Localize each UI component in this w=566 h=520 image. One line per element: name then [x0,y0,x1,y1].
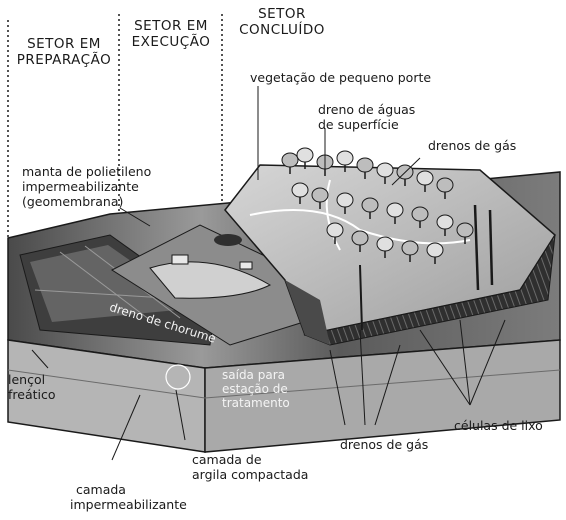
tree-crown [411,206,429,222]
label-clay-layer-line2: argila compactada [192,467,309,482]
tree-crown [416,170,434,186]
label-waterproof-layer-line1: camada [76,482,126,497]
sector-completed-line2: CONCLUÍDO [239,22,325,38]
trees [281,147,474,264]
label-geomembrane-line3: (geomembrana) [22,194,124,209]
label-geomembrane-line2: impermeabilizante [22,179,139,194]
leachate-outlet-pipe [165,364,191,390]
label-gas-drains-bottom: drenos de gás [340,437,429,452]
label-clay-layer: camada de argila compactada [192,452,308,482]
label-waterproof-layer-line2: impermeabilizante [70,497,187,512]
sector-execution-header: SETOR EM EXECUÇÃO [122,18,220,50]
label-gas-drains-top: drenos de gás [428,138,517,153]
tree-crown [386,202,404,218]
label-clay-layer-line1: camada de [192,452,262,467]
tree-crown [311,187,329,203]
tree-crown [291,182,309,198]
label-leachate-outlet-line3: tratamento [222,396,290,410]
tree-crown [376,162,394,178]
leader-lines [31,86,506,461]
tree-crown [281,152,299,168]
label-geomembrane: manta de polietileno impermeabilizante (… [22,164,151,209]
label-water-table-line1: lençol [8,372,46,387]
tree-crown [436,177,454,193]
label-leachate-outlet: saída para estação de tratamento [222,368,290,410]
tree-crown [356,157,374,173]
sector-completed-line1: SETOR [258,6,306,22]
gas-drain-1 [473,204,480,291]
tree-crown [326,222,344,238]
label-surface-drain-line2: de superfície [318,117,399,132]
dump-pile [214,234,242,246]
sector-execution-line2: EXECUÇÃO [131,34,211,50]
tree-crown [436,214,454,230]
tree-crown [336,192,354,208]
label-surface-drain: dreno de águas de superfície [318,102,415,132]
tree-crown [361,197,379,213]
label-water-table: lençol freático [8,372,56,402]
tree-crown [376,236,394,252]
gas-drain-2 [488,209,494,286]
label-surface-drain-line1: dreno de águas [318,102,416,117]
label-geomembrane-line1: manta de polietileno [22,164,152,179]
tree-crown [351,230,369,246]
sector-completed-header: SETOR CONCLUÍDO [228,6,336,38]
block-right-face [204,339,561,453]
tree-crown [426,242,444,258]
sector-preparation-header: SETOR EM PREPARAÇÃO [12,36,116,68]
truck-icon [171,254,189,265]
label-waterproof-layer: camada impermeabilizante [70,482,187,512]
sector-execution-line1: SETOR EM [134,18,208,34]
tractor-icon [239,261,253,270]
label-leachate-outlet-line2: estação de [222,382,288,396]
label-water-table-line2: freático [8,387,56,402]
label-waste-cells: células de lixo [454,418,543,433]
waste-cells-section [303,234,556,346]
sector-preparation-line1: SETOR EM [27,36,101,52]
gas-drain-3 [359,264,363,331]
label-vegetation: vegetação de pequeno porte [250,70,432,85]
tree-crown [296,147,314,163]
tree-crown [401,240,419,256]
tree-crown [456,222,474,238]
tree-crown [336,150,354,166]
label-leachate-outlet-line1: saída para [222,368,285,382]
sector-preparation-line2: PREPARAÇÃO [16,52,112,68]
